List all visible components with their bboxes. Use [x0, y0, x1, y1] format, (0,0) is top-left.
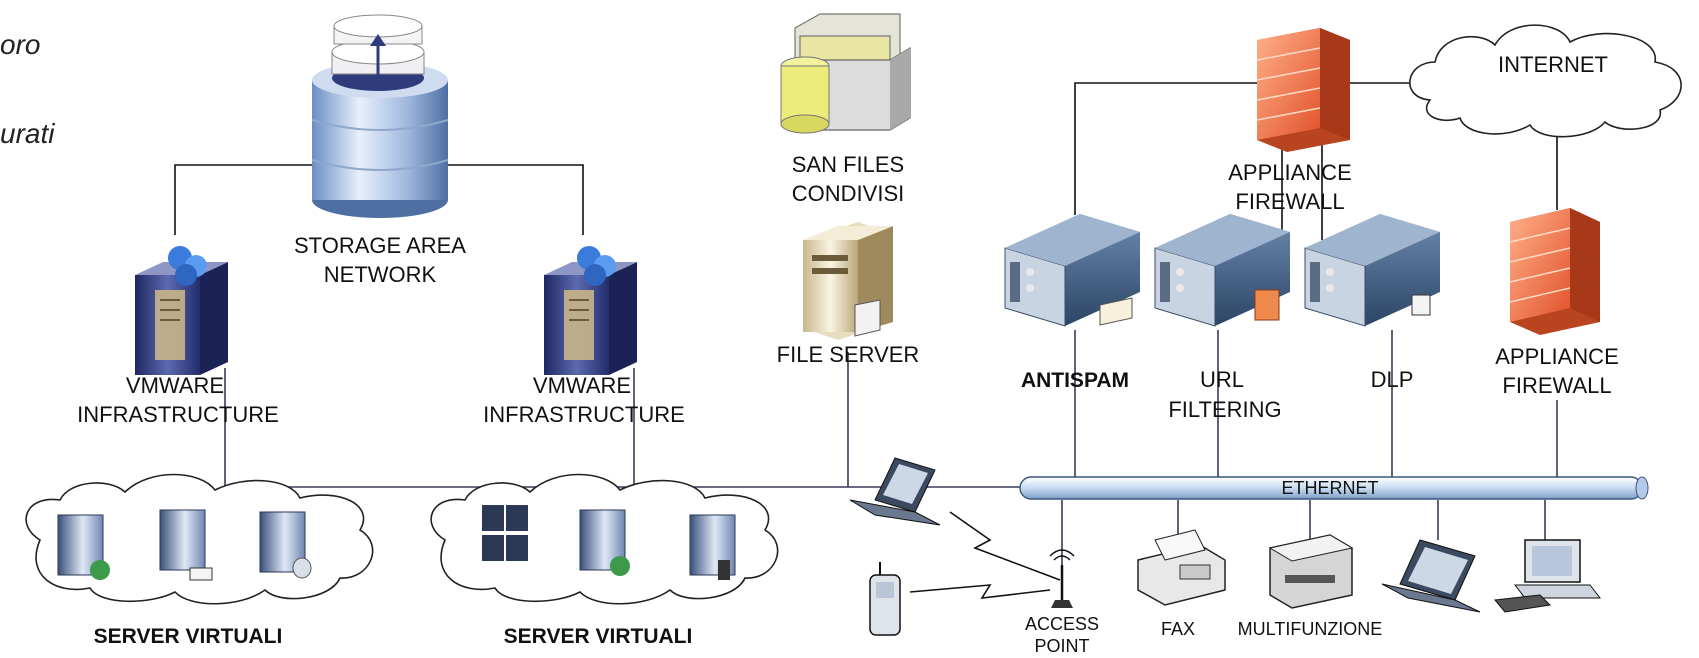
appliance-firewall-top: APPLIANCE FIREWALL [1228, 28, 1352, 214]
san-files: SAN FILES CONDIVISI [780, 13, 911, 206]
firewall-top-label-1: APPLIANCE [1228, 160, 1352, 185]
san-files-label-1: SAN FILES [792, 152, 904, 177]
san-label-1: STORAGE AREA [294, 233, 466, 258]
fax-label: FAX [1161, 619, 1195, 639]
rack-server-icon [1004, 214, 1140, 327]
antispam: ANTISPAM [1004, 214, 1140, 392]
access-point-label-1: ACCESS [1025, 614, 1099, 634]
file-server: FILE SERVER [777, 222, 920, 367]
fax: FAX [1137, 529, 1226, 639]
server-virtuali-right: SERVER VIRTUALI [430, 473, 779, 648]
printer-icon [1268, 534, 1354, 609]
connections [174, 82, 1558, 599]
antenna-icon [1049, 549, 1075, 608]
vmware-infrastructure-left: VMWARE INFRASTRUCTURE [77, 246, 279, 427]
laptop-icon [1381, 539, 1481, 613]
virtual-server-icon [159, 509, 213, 581]
storage-area-network: STORAGE AREA NETWORK [294, 14, 466, 287]
san-files-label-2: CONDIVISI [792, 181, 904, 206]
vmware-left-label-1: VMWARE [126, 373, 224, 398]
virtual-server-icon [259, 511, 312, 579]
dlp-label: DLP [1371, 367, 1414, 392]
vmware-right-label-1: VMWARE [533, 373, 631, 398]
multifunzione: MULTIFUNZIONE [1238, 534, 1383, 639]
virtual-server-icon [57, 514, 110, 580]
virtual-server-icon [689, 514, 736, 580]
phone-icon [869, 562, 901, 636]
desktop-pc-icon [1494, 539, 1602, 613]
file-server-label: FILE SERVER [777, 342, 920, 367]
vmware-right-label-2: INFRASTRUCTURE [483, 402, 685, 427]
url-filtering-label-2: FILTERING [1168, 397, 1281, 422]
database-icon [311, 14, 449, 218]
rack-server-icon [1304, 214, 1440, 327]
firewall-right-label-1: APPLIANCE [1495, 344, 1619, 369]
virtual-server-icon [579, 509, 630, 576]
antispam-label: ANTISPAM [1021, 369, 1129, 392]
folder-icon [780, 13, 911, 134]
multifunzione-label: MULTIFUNZIONE [1238, 619, 1383, 639]
appliance-firewall-right: APPLIANCE FIREWALL [1495, 208, 1619, 398]
laptop-icon [849, 457, 941, 526]
dlp: DLP [1304, 214, 1440, 392]
fax-icon [1137, 529, 1226, 606]
rack-server-icon [1154, 214, 1290, 327]
san-label-2: NETWORK [324, 262, 437, 287]
firewall-top-label-2: FIREWALL [1235, 189, 1344, 214]
server-virtuali-right-label: SERVER VIRTUALI [504, 625, 693, 648]
file-server-icon [803, 222, 893, 340]
server-tower-icon [544, 246, 637, 375]
url-filtering: URL FILTERING [1154, 214, 1290, 422]
clipped-text-1: oro [0, 29, 40, 60]
clipped-text-2: urati [0, 118, 55, 149]
access-point: ACCESS POINT [1025, 549, 1099, 656]
url-filtering-label-1: URL [1200, 367, 1244, 392]
ethernet-bus: ETHERNET [1019, 476, 1649, 500]
firewall-right-label-2: FIREWALL [1502, 373, 1611, 398]
vmware-infrastructure-right: VMWARE INFRASTRUCTURE [483, 246, 685, 427]
ethernet-label: ETHERNET [1281, 478, 1378, 498]
access-point-label-2: POINT [1034, 636, 1089, 656]
internet: INTERNET [1409, 24, 1682, 138]
firewall-icon [1509, 208, 1600, 335]
server-virtuali-left-label: SERVER VIRTUALI [94, 625, 283, 648]
virtual-server-icon [482, 505, 528, 561]
firewall-icon [1256, 28, 1350, 152]
internet-label: INTERNET [1498, 52, 1608, 77]
vmware-left-label-2: INFRASTRUCTURE [77, 402, 279, 427]
server-virtuali-left: SERVER VIRTUALI [25, 473, 374, 648]
server-tower-icon [135, 246, 228, 375]
cloud-icon [1409, 24, 1682, 138]
